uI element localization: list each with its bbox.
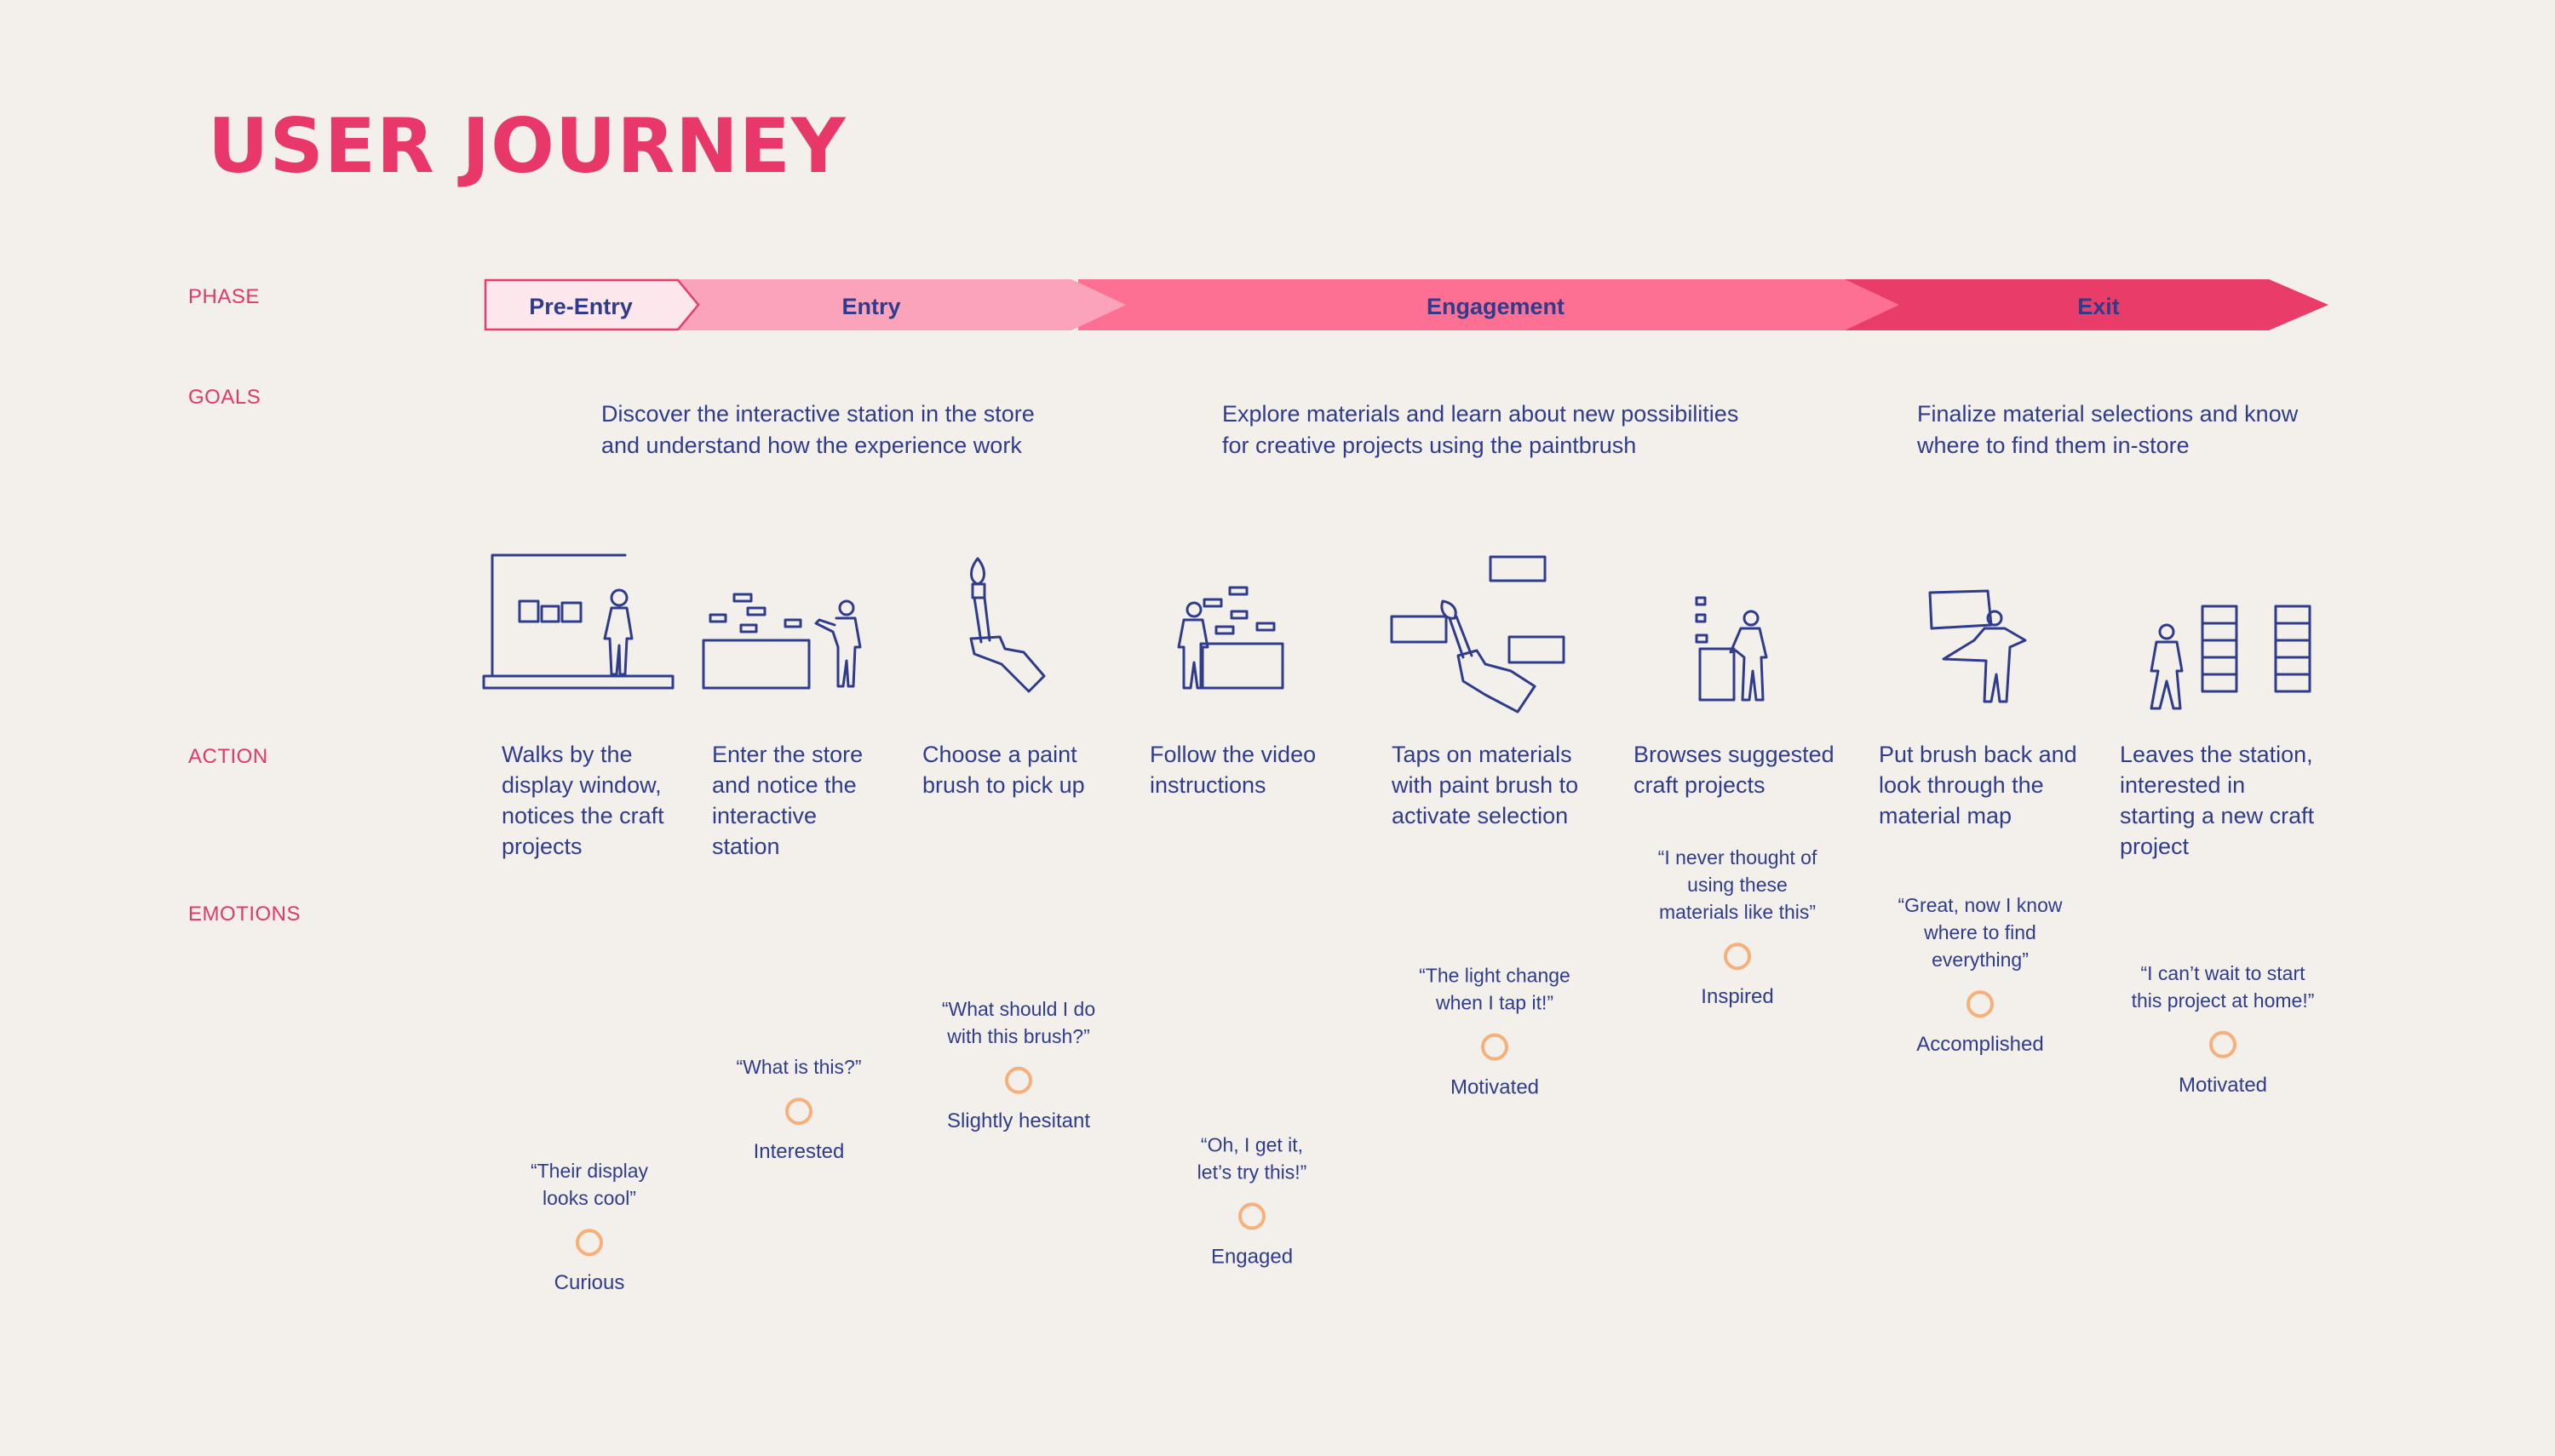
action-line: Put brush back and bbox=[1879, 742, 2077, 767]
phase-label-exit: Exit bbox=[2077, 294, 2120, 319]
emotion-quote-line: everything” bbox=[1932, 949, 2029, 971]
goal-discover: Discover the interactive station in the … bbox=[601, 398, 1035, 461]
emotion-label: Inspired bbox=[1701, 985, 1773, 1008]
goal-line: Finalize material selections and know bbox=[1917, 401, 2299, 427]
phase-label-pre-entry: Pre-Entry bbox=[529, 294, 633, 319]
action-line: with paint brush to bbox=[1392, 772, 1579, 798]
person-watching-video-icon bbox=[1174, 584, 1284, 691]
emotion-label: Accomplished bbox=[1916, 1033, 2043, 1056]
emotion-quote-line: “Oh, I get it, bbox=[1201, 1133, 1303, 1155]
phase-segment-engagement bbox=[1078, 279, 1899, 330]
storefront-window-icon bbox=[482, 550, 675, 691]
goal-explore: Explore materials and learn about new po… bbox=[1222, 398, 1738, 461]
emotion-label: Motivated bbox=[1450, 1076, 1539, 1099]
action-step-7: Put brush back and look through the mate… bbox=[1879, 739, 2100, 831]
action-line: starting a new craft bbox=[2120, 803, 2315, 828]
action-line: material map bbox=[1879, 803, 2012, 828]
row-label-emotions: EMOTIONS bbox=[188, 903, 301, 926]
emotion-area bbox=[475, 956, 2342, 1345]
goal-finalize: Finalize material selections and know wh… bbox=[1917, 398, 2298, 461]
emotion-quote-line: “The light change bbox=[1419, 965, 1570, 987]
emotion-point bbox=[576, 1229, 603, 1257]
brush-tapping-materials-icon bbox=[1390, 555, 1569, 715]
page-title: USER JOURNEY bbox=[208, 102, 847, 190]
action-step-8: Leaves the station, interested in starti… bbox=[2120, 739, 2341, 862]
emotion-quote-line: when I tap it!” bbox=[1435, 992, 1553, 1014]
action-step-3: Choose a paint brush to pick up bbox=[922, 739, 1127, 800]
person-browsing-projects-icon bbox=[1695, 596, 1780, 703]
phase-label-entry: Entry bbox=[841, 294, 900, 319]
goal-line: where to find them in-store bbox=[1917, 433, 2190, 458]
action-line: interactive bbox=[712, 803, 818, 828]
goal-line: and understand how the experience work bbox=[601, 433, 1022, 458]
emotion-point bbox=[2209, 1030, 2236, 1058]
action-step-6: Browses suggested craft projects bbox=[1633, 739, 1855, 800]
goal-line: for creative projects using the paintbru… bbox=[1222, 433, 1637, 458]
action-line: Leaves the station, bbox=[2120, 742, 2313, 767]
action-line: craft projects bbox=[1633, 772, 1766, 798]
action-line: interested in bbox=[2120, 772, 2246, 798]
action-line: Browses suggested bbox=[1633, 742, 1834, 767]
emotion-quote-line: “Great, now I know bbox=[1898, 894, 2062, 916]
emotion-quote-line: using these bbox=[1687, 874, 1788, 896]
action-line: Walks by the bbox=[502, 742, 633, 767]
emotion-label: Interested bbox=[754, 1140, 845, 1163]
action-line: station bbox=[712, 834, 780, 859]
emotion-point bbox=[1238, 1202, 1266, 1230]
emotion-quote-line: looks cool” bbox=[543, 1187, 636, 1209]
action-line: Choose a paint bbox=[922, 742, 1077, 767]
row-label-goals: GOALS bbox=[188, 386, 261, 409]
emotion-quote-line: “I never thought of bbox=[1658, 846, 1817, 868]
emotion-quote-line: “What is this?” bbox=[737, 1056, 862, 1078]
action-step-2: Enter the store and notice the interacti… bbox=[712, 739, 916, 862]
emotion-quote-line: with this brush?” bbox=[946, 1025, 1089, 1047]
action-line: display window, bbox=[502, 772, 662, 798]
phase-segment-entry bbox=[665, 279, 1126, 330]
phase-bar: Pre-Entry Entry Engagement Exit bbox=[484, 278, 2328, 331]
action-line: Enter the store bbox=[712, 742, 864, 767]
person-leaving-shelves-icon bbox=[2146, 603, 2315, 712]
emotion-label: Engaged bbox=[1211, 1245, 1293, 1268]
emotion-point bbox=[785, 1098, 812, 1126]
emotion-point bbox=[1724, 943, 1751, 971]
emotion-label: Motivated bbox=[2179, 1074, 2267, 1097]
action-line: Taps on materials bbox=[1392, 742, 1572, 767]
row-label-phase: PHASE bbox=[188, 285, 260, 308]
action-line: activate selection bbox=[1392, 803, 1569, 828]
action-line: brush to pick up bbox=[922, 772, 1085, 798]
emotion-point bbox=[1005, 1066, 1032, 1094]
emotion-point bbox=[1966, 990, 1994, 1018]
person-reading-map-icon bbox=[1926, 588, 2032, 705]
action-line: project bbox=[2120, 834, 2190, 859]
emotion-point bbox=[1481, 1033, 1508, 1061]
action-step-1: Walks by the display window, notices the… bbox=[502, 739, 706, 862]
action-line: notices the craft bbox=[502, 803, 664, 828]
emotion-quote-line: materials like this” bbox=[1659, 901, 1816, 923]
action-line: Follow the video bbox=[1150, 742, 1317, 767]
action-line: projects bbox=[502, 834, 583, 859]
row-label-action: ACTION bbox=[188, 745, 268, 768]
action-line: look through the bbox=[1879, 772, 2044, 798]
action-step-5: Taps on materials with paint brush to ac… bbox=[1392, 739, 1613, 831]
emotion-label: Slightly hesitant bbox=[947, 1109, 1090, 1132]
phase-segment-exit bbox=[1845, 279, 2328, 330]
hand-holding-brush-icon bbox=[962, 555, 1048, 695]
emotion-quote-line: let’s try this!” bbox=[1197, 1161, 1307, 1183]
emotion-quote-line: this project at home!” bbox=[2132, 989, 2315, 1012]
emotion-quote-line: “Their display bbox=[531, 1160, 649, 1182]
goal-line: Explore materials and learn about new po… bbox=[1222, 401, 1739, 427]
action-line: and notice the bbox=[712, 772, 857, 798]
emotion-quote-line: “What should I do bbox=[942, 998, 1095, 1020]
action-line: instructions bbox=[1150, 772, 1266, 798]
action-step-4: Follow the video instructions bbox=[1150, 739, 1354, 800]
emotion-quote-line: where to find bbox=[1923, 921, 2036, 943]
phase-label-engagement: Engagement bbox=[1427, 294, 1565, 319]
person-at-station-icon bbox=[700, 589, 867, 690]
emotion-quote-line: “I can’t wait to start bbox=[2140, 962, 2305, 984]
emotion-label: Curious bbox=[554, 1271, 625, 1294]
goal-line: Discover the interactive station in the … bbox=[601, 401, 1035, 427]
phase-segment-pre-entry bbox=[484, 278, 700, 331]
